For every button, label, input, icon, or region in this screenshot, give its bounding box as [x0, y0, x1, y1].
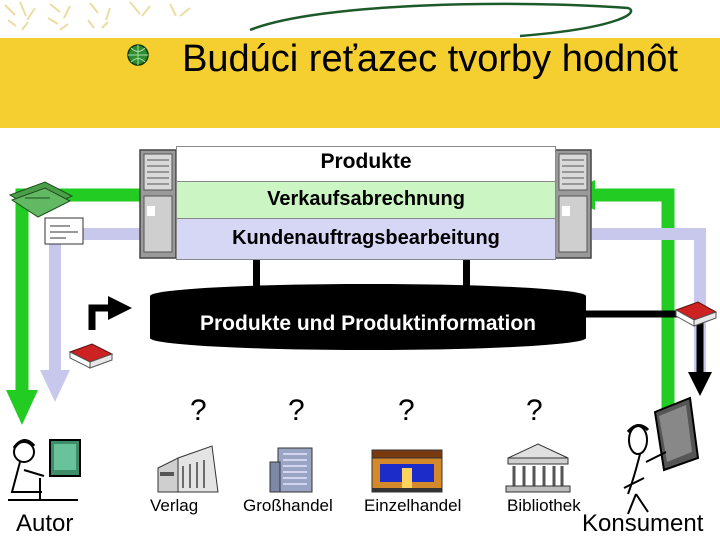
document-icon	[44, 217, 84, 245]
label-einzelhandel: Einzelhandel	[364, 496, 462, 515]
database-cylinder	[150, 284, 586, 350]
label-consumer: Konsument	[582, 510, 704, 537]
pattern-doodles	[4, 1, 191, 31]
question-verlag: ?	[190, 394, 207, 427]
title-band	[0, 38, 720, 128]
bar-kunden: Kundenauftragsbearbeitung	[176, 218, 556, 260]
label-verlag: Verlag	[150, 496, 199, 515]
label-author: Autor	[16, 510, 74, 537]
consumer-figure-icon	[623, 396, 700, 515]
server-left-icon	[139, 149, 177, 259]
book-right-icon	[674, 301, 718, 327]
arrow-lavender-right	[592, 228, 706, 375]
author-figure-icon	[8, 439, 81, 501]
bar-verkauf-label: Verkaufsabrechnung	[267, 188, 465, 210]
arrow-black-left	[88, 296, 132, 330]
connector-right	[463, 258, 470, 290]
server-right-icon	[554, 149, 592, 259]
page-title: Budúci reťazec tvorby hodnôt	[182, 38, 678, 80]
money-stack-icon	[8, 181, 74, 218]
top-swoosh	[249, 2, 633, 38]
bullet-globe-icon	[127, 44, 149, 66]
book-left-icon	[68, 343, 114, 369]
building-einzelhandel-icon	[371, 449, 443, 493]
connector-left	[253, 258, 260, 290]
bar-kunden-label: Kundenauftragsbearbeitung	[232, 227, 500, 249]
bar-verkauf: Verkaufsabrechnung	[176, 181, 556, 219]
building-bibliothek-icon	[505, 443, 571, 493]
building-verlag-icon	[157, 445, 219, 493]
label-grosshandel: Großhandel	[243, 496, 333, 515]
bar-produkte-label: Produkte	[320, 150, 412, 173]
building-grosshandel-icon	[269, 447, 313, 493]
bar-produkte: Produkte	[176, 146, 556, 182]
question-bibliothek: ?	[526, 394, 543, 427]
database-label: Produkte und Produktinformation	[200, 312, 536, 335]
question-einzelhandel: ?	[398, 394, 415, 427]
arrow-black-right	[585, 310, 712, 396]
label-bibliothek: Bibliothek	[507, 496, 581, 515]
question-grosshandel: ?	[288, 394, 305, 427]
